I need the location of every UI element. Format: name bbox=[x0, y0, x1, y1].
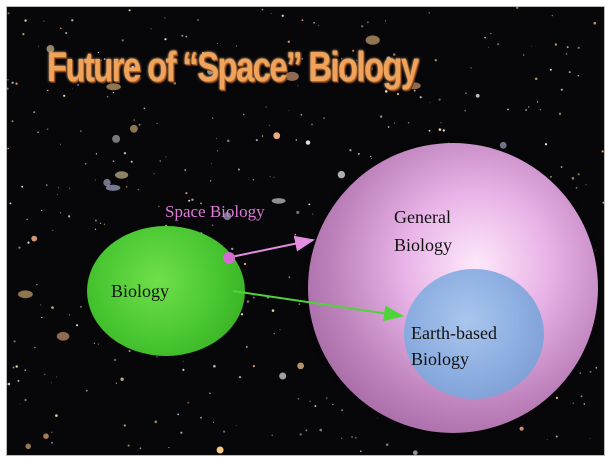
arrows-layer bbox=[7, 7, 604, 455]
space-biology-label: Space Biology bbox=[165, 202, 265, 222]
earth-based-label-line2: Biology bbox=[411, 347, 469, 371]
space-biology-arrow-origin bbox=[223, 252, 235, 264]
space-biology-arrow bbox=[231, 240, 313, 257]
general-biology-label-line2: Biology bbox=[394, 233, 452, 257]
biology-label: Biology bbox=[111, 279, 169, 303]
earth-based-label-line1: Earth-based bbox=[411, 321, 497, 345]
slide: Future of “Space” Biology Space Biology … bbox=[6, 6, 605, 456]
general-biology-label-line1: General bbox=[394, 205, 451, 229]
biology-to-earth-arrow bbox=[233, 291, 402, 316]
